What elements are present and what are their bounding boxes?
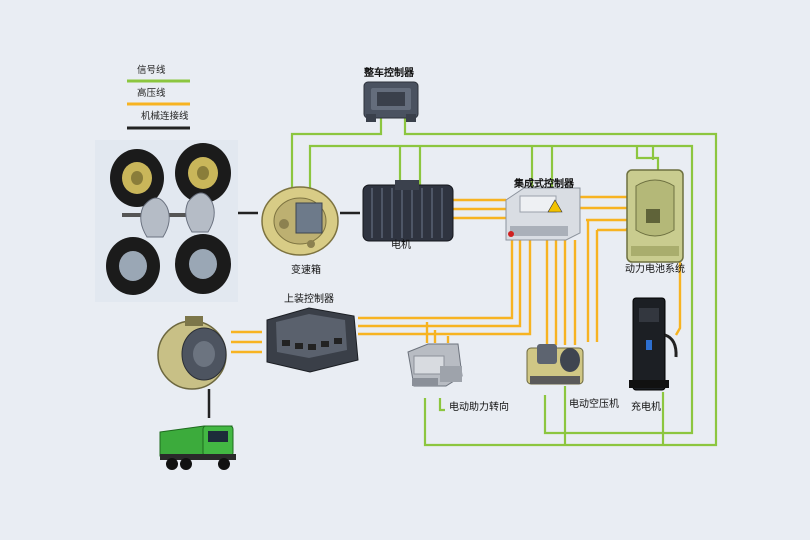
charger-label: 充电机 bbox=[631, 400, 661, 413]
legend-hv-label: 高压线 bbox=[137, 87, 166, 99]
motor bbox=[362, 180, 454, 242]
vcu-label: 整车控制器 bbox=[363, 66, 415, 79]
compressor-label: 电动空压机 bbox=[569, 397, 619, 410]
legend: 信号线 高压线 机械连接线 bbox=[127, 64, 190, 130]
axle-wheels bbox=[95, 140, 238, 302]
integrated-controller-label: 集成式控制器 bbox=[513, 177, 575, 190]
gearbox bbox=[261, 186, 339, 256]
dump-truck bbox=[159, 425, 236, 470]
integrated-controller bbox=[505, 187, 581, 241]
upper-body-motor bbox=[157, 316, 227, 390]
battery-label: 动力电池系统 bbox=[625, 262, 685, 275]
gearbox-label: 变速箱 bbox=[291, 263, 321, 276]
legend-mech-label: 机械连接线 bbox=[141, 110, 189, 122]
steering-label: 电动助力转向 bbox=[449, 400, 509, 413]
upper-controller-label: 上装控制器 bbox=[284, 292, 334, 305]
signal-lines bbox=[290, 118, 718, 447]
charger bbox=[629, 297, 678, 391]
battery-system bbox=[626, 169, 684, 263]
air-compressor bbox=[526, 344, 584, 385]
mechanical-lines bbox=[207, 211, 360, 418]
vehicle-controller bbox=[363, 81, 419, 122]
upper-controller bbox=[266, 307, 359, 373]
power-steering bbox=[407, 343, 463, 387]
legend-signal-label: 信号线 bbox=[137, 64, 166, 76]
motor-label: 电机 bbox=[391, 238, 411, 251]
